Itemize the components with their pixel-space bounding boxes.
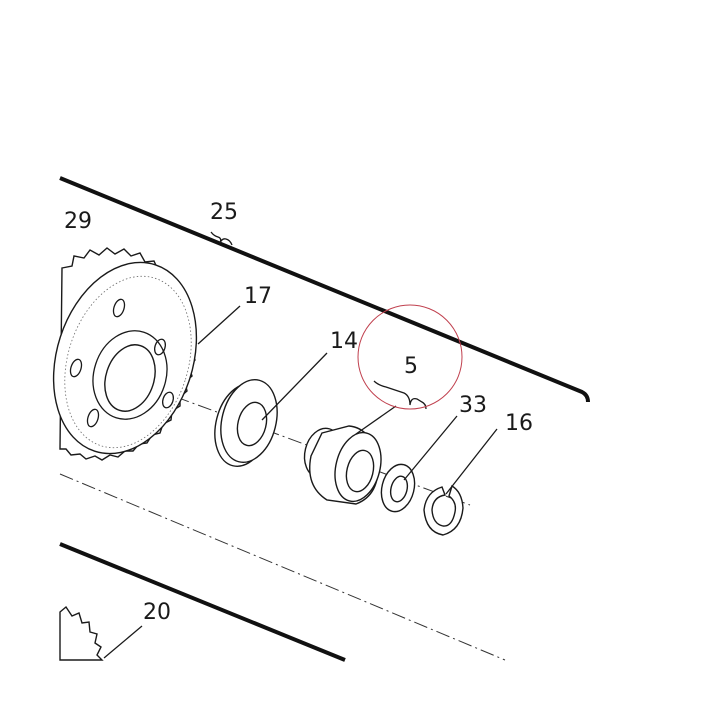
brace-5 bbox=[373, 380, 427, 410]
snap-ring-body bbox=[423, 484, 464, 536]
washer-part bbox=[214, 379, 278, 467]
leader-16 bbox=[445, 428, 498, 495]
gear-bore bbox=[104, 344, 156, 412]
gear-hole-2 bbox=[153, 338, 167, 356]
washer-bore bbox=[236, 401, 268, 447]
lower-bracket-line bbox=[59, 542, 346, 662]
lower-axis-line bbox=[59, 473, 506, 661]
ring-part bbox=[380, 463, 416, 513]
callout-17: 17 bbox=[244, 284, 272, 309]
callout-29: 29 bbox=[64, 209, 92, 234]
assembly-bracket-line bbox=[59, 176, 590, 403]
gear-hole-4 bbox=[86, 408, 100, 428]
brace-25 bbox=[210, 231, 233, 246]
callout-16: 16 bbox=[505, 411, 533, 436]
callout-14: 14 bbox=[330, 329, 358, 354]
callout-20: 20 bbox=[143, 600, 171, 625]
lower-gear-fragment bbox=[59, 605, 104, 661]
callout-5: 5 bbox=[404, 354, 418, 379]
gear-hole-3 bbox=[161, 391, 175, 409]
leader-20 bbox=[103, 625, 143, 659]
ring-inner bbox=[389, 475, 409, 503]
gear-part bbox=[52, 247, 198, 461]
sleeve-bore bbox=[345, 449, 375, 493]
gear-hole-1 bbox=[112, 298, 126, 318]
lower-gear-teeth bbox=[59, 605, 104, 661]
snap-ring-part bbox=[423, 484, 464, 536]
gear-hub-ring bbox=[92, 330, 168, 420]
highlight-circle bbox=[357, 304, 463, 410]
leader-5 bbox=[355, 405, 397, 435]
leader-33 bbox=[403, 415, 458, 481]
bearing-sleeve-part bbox=[303, 425, 382, 505]
leader-14 bbox=[261, 352, 328, 421]
callout-33: 33 bbox=[459, 393, 487, 418]
gear-hole-5 bbox=[69, 358, 83, 378]
leader-17 bbox=[197, 305, 241, 345]
callout-25: 25 bbox=[210, 200, 238, 225]
gear-dotted-pitch bbox=[64, 275, 192, 449]
